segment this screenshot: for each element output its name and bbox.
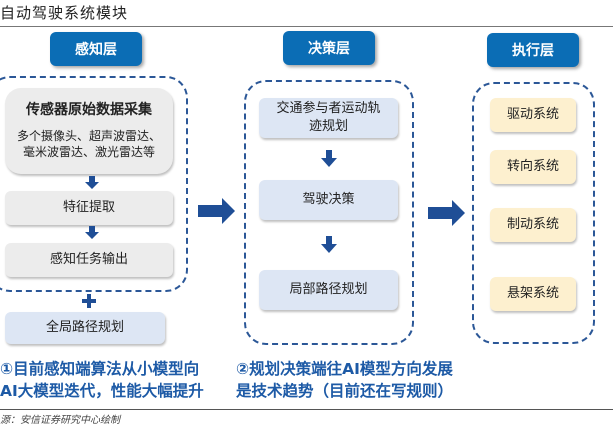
right-arrow-icon bbox=[198, 198, 235, 224]
raw-data-desc-1: 多个摄像头、超声波雷达、 bbox=[16, 129, 161, 144]
figure-title: 自动驾驶系统模块 bbox=[0, 4, 129, 22]
trajectory-line-2: 迹规划 bbox=[308, 119, 348, 134]
trajectory-line-1: 交通参与者运动轨 bbox=[276, 101, 381, 117]
steering-system-box: 转向系统 bbox=[490, 150, 576, 184]
note-perception-line-1: ①目前感知端算法从小模型向 bbox=[0, 360, 200, 378]
note-decision-line-1: ②规划决策端往AI模型方向发展 bbox=[236, 360, 453, 378]
suspension-system-box: 悬架系统 bbox=[490, 277, 576, 311]
bottom-divider bbox=[0, 409, 613, 410]
down-arrow-icon bbox=[85, 176, 99, 189]
perception-header: 感知层 bbox=[50, 32, 142, 66]
raw-data-title: 传感器原始数据采集 bbox=[26, 102, 152, 119]
note-perception: ①目前感知端算法从小模型向 AI大模型迭代，性能大幅提升 bbox=[0, 358, 204, 403]
note-decision-line-2: 是技术趋势（目前还在写规则） bbox=[236, 382, 454, 401]
perception-group bbox=[0, 76, 188, 292]
decision-group bbox=[244, 80, 414, 345]
right-arrow-icon bbox=[428, 200, 465, 226]
execution-header: 执行层 bbox=[487, 33, 579, 67]
note-decision: ②规划决策端往AI模型方向发展 是技术趋势（目前还在写规则） bbox=[236, 358, 453, 403]
drive-system-box: 驱动系统 bbox=[490, 98, 576, 132]
raw-data-box: 传感器原始数据采集 多个摄像头、超声波雷达、 毫米波雷达、激光雷达等 bbox=[5, 88, 173, 174]
perception-output-box: 感知任务输出 bbox=[5, 243, 173, 277]
trajectory-planning-box: 交通参与者运动轨 迹规划 bbox=[259, 98, 398, 138]
source-note: 源：安信证券研究中心绘制 bbox=[0, 415, 120, 426]
decision-header: 决策层 bbox=[283, 31, 375, 65]
down-arrow-icon bbox=[321, 150, 337, 167]
driving-decision-box: 驾驶决策 bbox=[259, 180, 398, 220]
global-path-planning-box: 全局路径规划 bbox=[5, 312, 165, 344]
note-perception-line-2: AI大模型迭代，性能大幅提升 bbox=[0, 382, 204, 401]
braking-system-box: 制动系统 bbox=[490, 208, 576, 242]
down-arrow-icon bbox=[321, 236, 337, 253]
plus-icon bbox=[82, 294, 96, 308]
down-arrow-icon bbox=[85, 226, 99, 239]
raw-data-desc-2: 毫米波雷达、激光雷达等 bbox=[22, 145, 155, 160]
local-path-planning-box: 局部路径规划 bbox=[259, 270, 398, 310]
top-divider bbox=[0, 26, 613, 27]
feature-extraction-box: 特征提取 bbox=[5, 191, 173, 225]
execution-group bbox=[472, 82, 595, 344]
